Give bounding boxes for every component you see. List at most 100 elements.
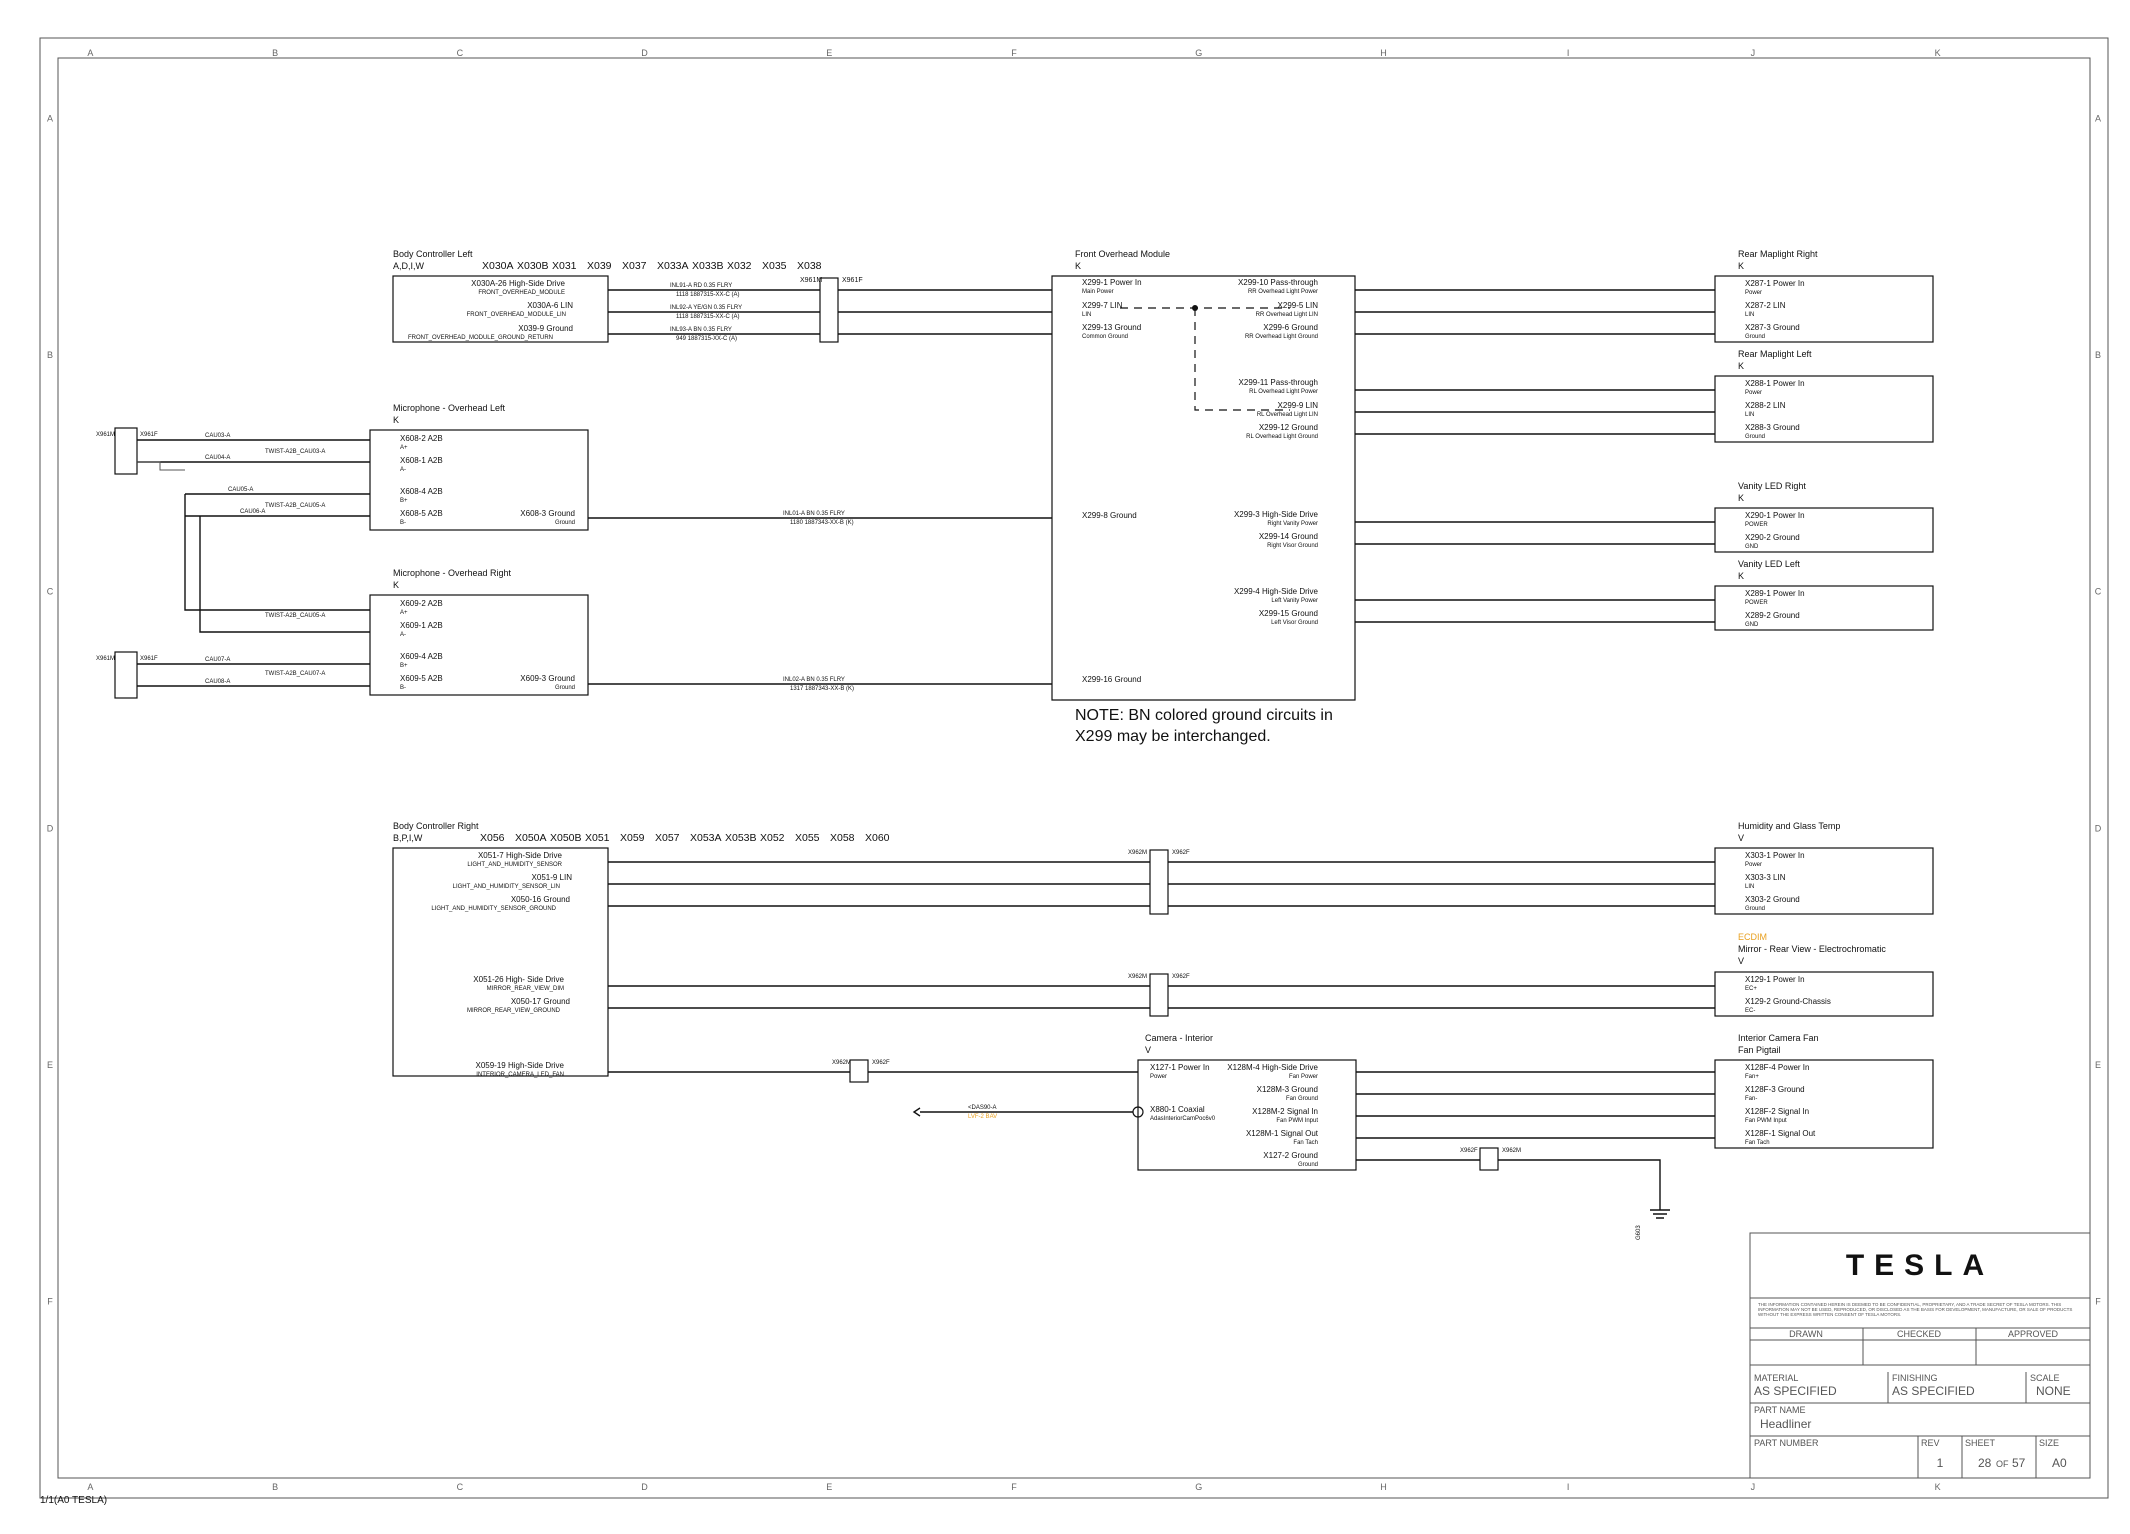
mol-p3d: B+ [400,498,408,504]
grid-col-c: C [457,1482,464,1492]
bcr-p4: X051-26 High- Side Drive [473,975,564,984]
bcl-pin-3-desc: FRONT_OVERHEAD_MODULE_GROUND_RETURN [408,335,553,341]
x962m-a: X962M [1128,850,1147,856]
camera-interior: Camera - Interior V X127-1 Power In Powe… [1132,1033,1357,1171]
fom-r-9d: Left Vanity Power [1271,598,1318,604]
rml-p1d: Power [1745,390,1762,396]
bcr-p1d: LIGHT_AND_HUMIDITY_SENSOR [467,862,562,868]
icf-p3: X128F-2 Signal In [1745,1107,1809,1116]
fom-r-1: X299-10 Pass-through [1238,278,1318,287]
grid-col-g: G [1195,48,1202,58]
mrv-p2d: EC- [1745,1008,1755,1014]
bcl-pin-3: X039-9 Ground [518,324,573,333]
fom-r-10d: Left Visor Ground [1271,620,1318,626]
fom-r-2d: RR Overhead Light LIN [1256,312,1318,318]
connector-label-x038: X038 [797,260,822,272]
vll-sub: K [1738,571,1744,581]
hgt-p3d: Ground [1745,906,1765,912]
fom-l-1d: Main Power [1082,289,1114,295]
grid-col-h: H [1380,48,1387,58]
bcr-title: Body Controller Right [393,821,479,831]
mic-l-x961f: X961F [140,432,158,438]
x962m-d: X962M [1502,1148,1521,1154]
grid-col-f: F [1011,1482,1017,1492]
tb-part-number-label: PART NUMBER [1754,1438,1819,1448]
mrv-p2: X129-2 Ground-Chassis [1745,997,1831,1006]
fom-splice-dot [1192,305,1198,311]
fom-title: Front Overhead Module [1075,249,1170,259]
tb-scale-label: SCALE [2030,1373,2060,1383]
grid-col-k: K [1935,1482,1941,1492]
bcr-wires: X962M X962F X962M X962F X962M X962F [608,849,1715,1083]
rml-p3: X288-3 Ground [1745,423,1800,432]
connector-label-x039: X039 [587,260,612,272]
icf-p3d: Fan PWM Input [1745,1118,1787,1124]
note-line-1: NOTE: BN colored ground circuits in [1075,707,1333,724]
microphone-overhead-right: Microphone - Overhead Right K X609-2 A2B… [369,568,589,696]
ground-icon [1650,1209,1670,1219]
mic-gnd-label-1: INL01-A BN 0.35 FLRY [783,511,845,517]
microphone-wiring: X961M X961F X961M X961F CAU03-A CAU04-A … [96,427,1052,699]
grid-row-a: A [47,113,53,123]
twist-cau07: TWIST-A2B_CAU07-A [265,671,325,677]
mol-p2d: A- [400,467,406,473]
cam-p7: X127-2 Ground [1263,1151,1318,1160]
fom-r-2: X299-5 LIN [1278,301,1319,310]
connector-label-x037: X037 [622,260,647,272]
icf-p2d: Fan- [1745,1096,1757,1102]
rmr-sub: K [1738,261,1744,271]
hgt-sub: V [1738,833,1744,843]
title-block: TESLA THE INFORMATION CONTAINED HEREIN I… [1749,1232,2091,1479]
bcr-p5d: MIRROR_REAR_VIEW_GROUND [467,1008,561,1014]
fom-l-3: X299-13 Ground [1082,323,1141,332]
cam-p6: X128M-1 Signal Out [1246,1129,1319,1138]
humidity-and-glass-temp: Humidity and Glass Temp V X303-1 Power I… [1714,821,1934,915]
connector-label-x035: X035 [762,260,787,272]
x961m-label: X961M [800,277,822,284]
x962f-b: X962F [1172,974,1190,980]
cam-p3d: Fan Power [1289,1074,1318,1080]
mor-p5d: Ground [555,685,575,691]
fom-r-5d: RL Overhead Light LIN [1257,412,1318,418]
connector-label-x033b: X033B [692,260,724,272]
tb-rev: 1 [1937,1456,1944,1470]
mrv-title: Mirror - Rear View - Electrochromatic [1738,944,1886,954]
tb-finishing-label: FINISHING [1892,1373,1938,1383]
hgt-title: Humidity and Glass Temp [1738,821,1840,831]
rml-sub: K [1738,361,1744,371]
grid-row-d: D [47,823,54,833]
fom-l-4: X299-8 Ground [1082,511,1137,520]
grid-col-j: J [1751,48,1756,58]
grid-col-c: C [457,48,464,58]
mic-gnd-label-2: INL02-A BN 0.35 FLRY [783,677,845,683]
cam-sub: V [1145,1045,1151,1055]
x961f-label: X961F [842,277,863,284]
fom-right-wires [1355,289,1715,623]
vanity-led-right: Vanity LED Right K X290-1 Power In POWER… [1714,481,1934,553]
vll-p2d: GND [1745,622,1759,628]
grid-row-c: C [47,587,54,597]
grid-row-c: C [2095,587,2102,597]
connector-label-x030a: X030A [482,260,514,272]
mol-p5d: Ground [555,520,575,526]
x962m-b: X962M [1128,974,1147,980]
fom-r-5: X299-9 LIN [1278,401,1319,410]
grid-col-d: D [641,48,648,58]
x962m-c: X962M [832,1060,851,1066]
fom-internal-link [1120,307,1290,411]
tb-scale: NONE [2036,1384,2071,1398]
connector-label-x058: X058 [830,832,855,844]
mic-l-x961m: X961M [96,432,115,438]
connector-label-x056: X056 [480,832,505,844]
grid-col-a: A [87,1482,93,1492]
mor-title: Microphone - Overhead Right [393,568,512,578]
bcr-p5: X050-17 Ground [511,997,570,1006]
cam-p2d: AdasInteriorCamPoc6v0 [1150,1116,1216,1122]
lvf-label: LVF-2 BAV [968,1114,997,1120]
mrv-p1: X129-1 Power In [1745,975,1805,984]
fom-r-9: X299-4 High-Side Drive [1234,587,1319,596]
